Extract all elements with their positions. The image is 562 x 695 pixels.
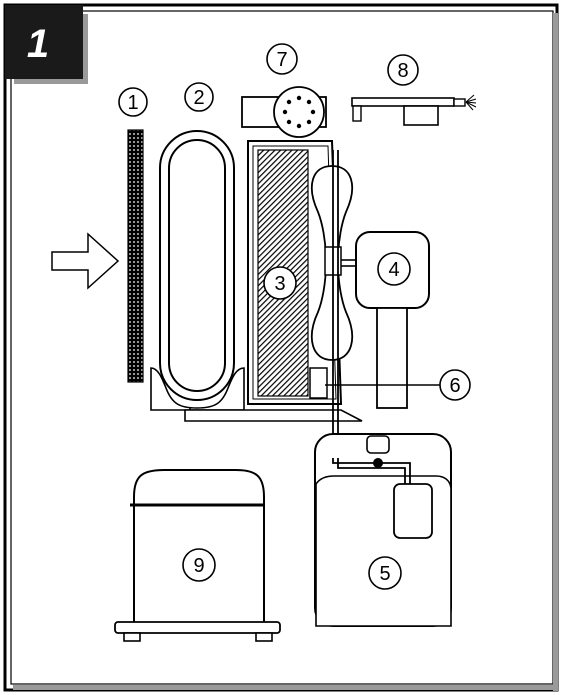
callout-4: 4: [377, 252, 411, 286]
svg-text:5: 5: [379, 563, 390, 585]
arrow-right-icon: [51, 232, 120, 290]
callout-6: 6: [439, 369, 471, 401]
refrigerant-tube: [332, 150, 339, 458]
svg-text:6: 6: [449, 375, 460, 397]
svg-text:3: 3: [274, 273, 285, 295]
step-number: 1: [27, 22, 49, 66]
coil-assembly: [150, 130, 245, 416]
svg-text:2: 2: [193, 87, 204, 109]
air-filter: [127, 129, 144, 383]
spark-icon: [465, 94, 477, 111]
callout-7: 7: [266, 43, 298, 75]
callout-9: 9: [182, 548, 216, 582]
callout-5: 5: [368, 556, 402, 590]
timer-dial-module: [241, 86, 327, 138]
step-badge: 1: [5, 5, 88, 84]
svg-text:1: 1: [127, 92, 138, 114]
svg-text:4: 4: [388, 259, 399, 281]
compressor-tank: [314, 433, 452, 627]
svg-text:9: 9: [193, 555, 204, 577]
fan-blade: [310, 165, 354, 361]
svg-text:7: 7: [276, 49, 287, 71]
svg-text:8: 8: [397, 60, 408, 82]
control-board: [351, 97, 466, 126]
callout-1: 1: [118, 87, 148, 117]
callout-8: 8: [387, 54, 419, 86]
frame: [3, 3, 559, 692]
callout-3: 3: [263, 266, 297, 300]
callout-2: 2: [184, 82, 214, 112]
